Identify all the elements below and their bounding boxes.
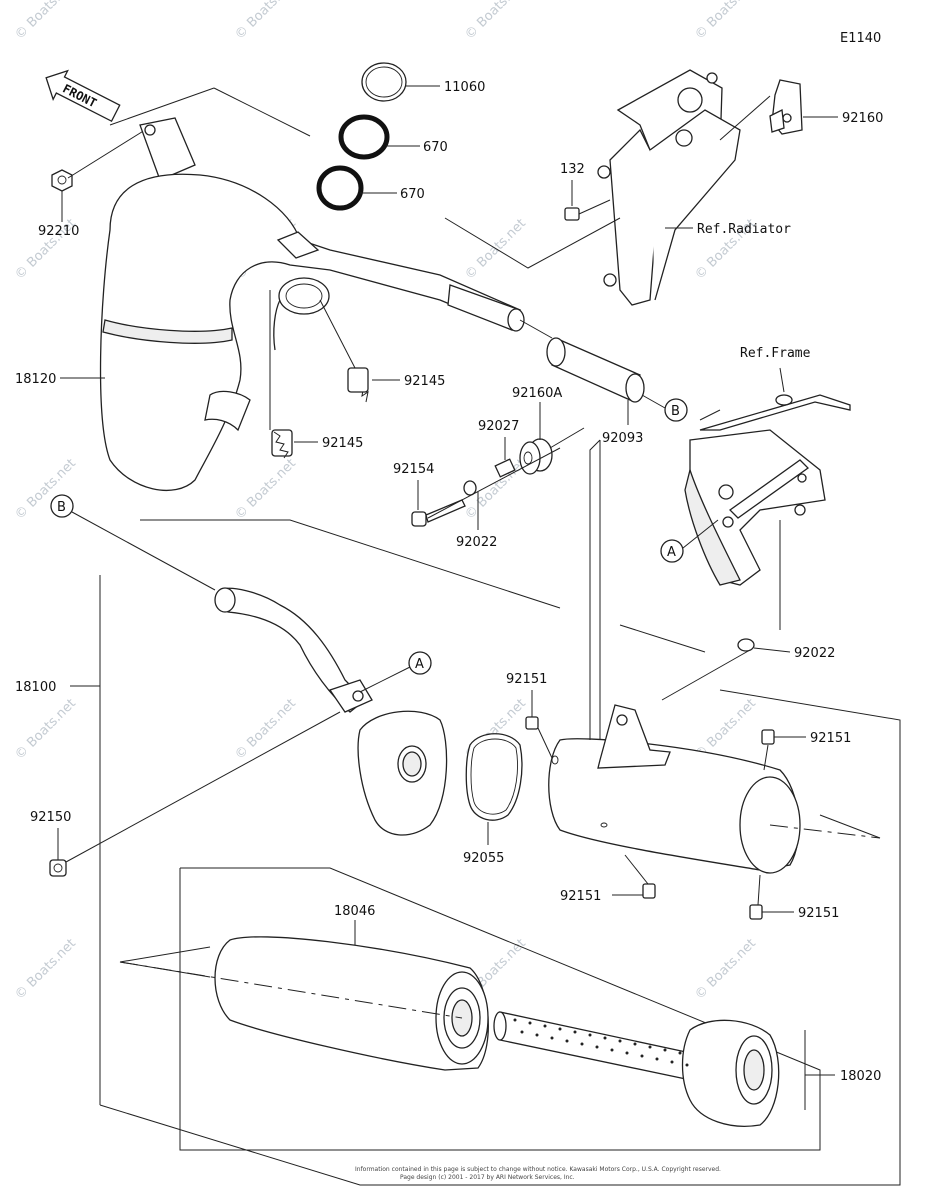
bolt-92154 <box>411 499 466 527</box>
label-18046: 18046 <box>334 904 375 919</box>
watermark: © Boats.net <box>232 456 299 523</box>
bolt-132 <box>564 207 580 221</box>
label-92151-bottom: 92151 <box>560 889 601 904</box>
frame-bracket <box>684 394 851 586</box>
label-92210: 92210 <box>38 224 79 239</box>
label-92022-right: 92022 <box>794 646 835 661</box>
label-18120: 18120 <box>15 372 56 387</box>
connector-92093 <box>546 337 645 403</box>
label-92027: 92027 <box>478 419 519 434</box>
watermark: © Boats.net <box>12 936 79 1003</box>
inner-pipe-18020 <box>493 1011 780 1127</box>
label-18020: 18020 <box>840 1069 881 1084</box>
marker-b-top <box>664 398 688 422</box>
label-92154: 92154 <box>393 462 434 477</box>
ref-radiator: Ref.Radiator <box>697 222 791 237</box>
footer-line-1: Information contained in this page is su… <box>355 1166 721 1173</box>
watermark: © Boats.net <box>692 0 759 43</box>
label-132: 132 <box>560 162 585 177</box>
marker-a-right-label: A <box>667 545 676 560</box>
diagram-code: E1140 <box>840 31 881 46</box>
label-11060: 11060 <box>444 80 485 95</box>
bolt-92151-bottom <box>642 883 656 899</box>
o-ring-670-top <box>338 114 390 160</box>
radiator-bracket <box>597 69 803 306</box>
label-92160A: 92160A <box>512 386 562 401</box>
label-92151-right-top: 92151 <box>810 731 851 746</box>
bolt-92150 <box>49 859 67 877</box>
exhaust-pipe-18100 <box>214 587 448 836</box>
label-670-bottom: 670 <box>400 187 425 202</box>
marker-b-left-label: B <box>57 500 66 515</box>
footer-line-2: Page design (c) 2001 - 2017 by ARI Netwo… <box>400 1174 575 1181</box>
collar-92027 <box>494 458 516 478</box>
marker-b-top-label: B <box>671 404 680 419</box>
watermark: © Boats.net <box>462 0 529 43</box>
o-ring-670-bottom <box>316 165 364 211</box>
label-92151-right-bottom: 92151 <box>798 906 839 921</box>
bolt-92151-right-top <box>761 729 775 745</box>
watermark: © Boats.net <box>692 936 759 1003</box>
muffler-shell-18046 <box>214 936 489 1071</box>
label-92150: 92150 <box>30 810 71 825</box>
bolt-92151-mid <box>525 716 539 730</box>
spring-92145-top <box>347 367 369 403</box>
bolt-92151-right-bottom <box>749 904 763 920</box>
spring-92145-bottom <box>271 429 293 459</box>
label-670-top: 670 <box>423 140 448 155</box>
label-92151-mid: 92151 <box>506 672 547 687</box>
gasket-92055 <box>465 733 523 821</box>
washer-92022-right <box>737 638 755 652</box>
watermark: © Boats.net <box>232 0 299 43</box>
ref-frame: Ref.Frame <box>740 346 811 361</box>
label-92055: 92055 <box>463 851 504 866</box>
label-92160: 92160 <box>842 111 883 126</box>
header-pipe-18120 <box>99 117 525 492</box>
grommet-92160A <box>519 438 553 475</box>
marker-a-right <box>660 539 684 563</box>
front-arrow-icon: FRONT <box>45 69 121 123</box>
nut-92210 <box>51 169 73 192</box>
marker-a-left-label: A <box>415 657 424 672</box>
label-92145-bottom: 92145 <box>322 436 363 451</box>
gasket-11060-inner <box>365 66 403 98</box>
perforation-dots <box>513 1018 689 1067</box>
watermark: © Boats.net <box>462 216 529 283</box>
label-92022-top: 92022 <box>456 535 497 550</box>
gasket-11060 <box>361 62 407 102</box>
label-18100: 18100 <box>15 680 56 695</box>
label-92093: 92093 <box>602 431 643 446</box>
watermark: © Boats.net <box>12 696 79 763</box>
silencer-body <box>548 704 801 874</box>
label-92145-top: 92145 <box>404 374 445 389</box>
watermark: © Boats.net <box>12 0 79 43</box>
marker-a-left <box>408 651 432 675</box>
washer-92022-top <box>463 480 477 496</box>
marker-b-left <box>50 494 74 518</box>
